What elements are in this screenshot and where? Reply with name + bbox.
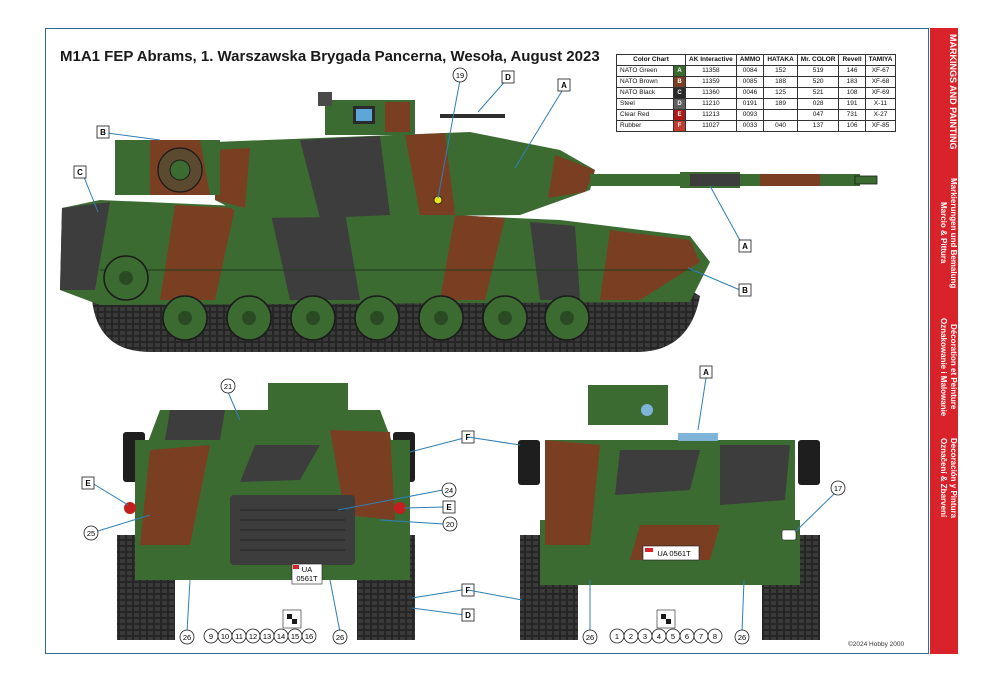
revell-code: 106 bbox=[838, 120, 866, 132]
hataka-code: 188 bbox=[763, 76, 798, 88]
mr-color-code: 520 bbox=[796, 76, 840, 88]
revell-code: 731 bbox=[838, 109, 866, 121]
revell-code: 183 bbox=[838, 76, 866, 88]
copyright-text: ©2024 Hobby 2000 bbox=[848, 641, 905, 648]
hataka-code bbox=[763, 109, 798, 121]
ak-code: 11359 bbox=[685, 76, 737, 88]
ak-code: 11358 bbox=[685, 65, 737, 77]
ammo-code: 0084 bbox=[735, 65, 765, 77]
color-chart-header: TAMIYA bbox=[864, 54, 897, 66]
revell-code: 191 bbox=[838, 98, 866, 110]
mr-color-code: 028 bbox=[796, 98, 840, 110]
mr-color-code: 137 bbox=[796, 120, 840, 132]
color-chart-header: AMMO bbox=[735, 54, 765, 66]
tamiya-code: XF-85 bbox=[864, 120, 897, 132]
tamiya-code: XF-67 bbox=[864, 65, 897, 77]
ammo-code: 0033 bbox=[735, 120, 765, 132]
band-line-fr-pl: Décoration et Peinture Oznakowanie i Mal… bbox=[930, 318, 958, 416]
ak-code: 11210 bbox=[685, 98, 737, 110]
hataka-code: 189 bbox=[763, 98, 798, 110]
color-chart-row: Rubber F 11027 0033 040 137 106 XF-85 bbox=[616, 120, 897, 132]
tamiya-code: XF-69 bbox=[864, 87, 897, 99]
hataka-code: 040 bbox=[763, 120, 798, 132]
color-swatch: C bbox=[673, 87, 686, 99]
ammo-code: 0085 bbox=[735, 76, 765, 88]
mr-color-code: 521 bbox=[796, 87, 840, 99]
band-line-de-it: Markierungen und Bemalung Marcio & Pittu… bbox=[930, 178, 958, 288]
color-chart-row: NATO Brown B 11359 0085 188 520 183 XF-6… bbox=[616, 76, 897, 88]
band-markings-and-painting: MARKINGS AND PAINTING bbox=[948, 34, 958, 150]
color-chart-header: AK Interactive bbox=[685, 54, 737, 66]
tamiya-code: X-11 bbox=[864, 98, 897, 110]
ak-code: 11360 bbox=[685, 87, 737, 99]
hataka-code: 152 bbox=[763, 65, 798, 77]
color-chart-row: NATO Black C 11360 0046 125 521 108 XF-6… bbox=[616, 87, 897, 99]
color-swatch: B bbox=[673, 76, 686, 88]
color-chart-header-row: Color Chart AK Interactive AMMO HATAKA M… bbox=[616, 54, 897, 66]
color-name: Steel bbox=[616, 98, 674, 110]
color-chart-header: Revell bbox=[838, 54, 866, 66]
band-cz: Označení & Zbarvení bbox=[939, 438, 948, 518]
ammo-code: 0046 bbox=[735, 87, 765, 99]
color-swatch: F bbox=[673, 120, 686, 132]
color-swatch: D bbox=[673, 98, 686, 110]
page-title: M1A1 FEP Abrams, 1. Warszawska Brygada P… bbox=[60, 48, 600, 65]
color-chart-row: Clear Red E 11213 0093 047 731 X-27 bbox=[616, 109, 897, 121]
tamiya-code: XF-68 bbox=[864, 76, 897, 88]
color-swatch: E bbox=[673, 109, 686, 121]
color-name: Clear Red bbox=[616, 109, 674, 121]
mr-color-code: 047 bbox=[796, 109, 840, 121]
band-de: Markierungen und Bemalung bbox=[949, 178, 958, 289]
ammo-code: 0191 bbox=[735, 98, 765, 110]
color-chart-header: HATAKA bbox=[763, 54, 798, 66]
mr-color-code: 519 bbox=[796, 65, 840, 77]
band-es: Decoración y Pintura bbox=[949, 438, 958, 519]
ak-code: 11027 bbox=[685, 120, 737, 132]
ak-code: 11213 bbox=[685, 109, 737, 121]
tamiya-code: X-27 bbox=[864, 109, 897, 121]
color-name: Rubber bbox=[616, 120, 674, 132]
side-language-band: MARKINGS AND PAINTING Markierungen und B… bbox=[930, 28, 958, 654]
revell-code: 146 bbox=[838, 65, 866, 77]
color-chart-header: Color Chart bbox=[616, 54, 686, 66]
revell-code: 108 bbox=[838, 87, 866, 99]
ammo-code: 0093 bbox=[735, 109, 765, 121]
color-swatch: A bbox=[673, 65, 686, 77]
color-name: NATO Green bbox=[616, 65, 674, 77]
band-it: Marcio & Pittura bbox=[939, 202, 948, 264]
band-pl: Oznakowanie i Malowanie bbox=[939, 318, 948, 417]
hataka-code: 125 bbox=[763, 87, 798, 99]
color-chart-row: Steel D 11210 0191 189 028 191 X-11 bbox=[616, 98, 897, 110]
color-chart-table: Color Chart AK Interactive AMMO HATAKA M… bbox=[616, 54, 897, 132]
color-chart-row: NATO Green A 11358 0084 152 519 146 XF-6… bbox=[616, 65, 897, 77]
band-line-es-cz: Decoración y Pintura Označení & Zbarvení bbox=[930, 438, 958, 518]
color-name: NATO Brown bbox=[616, 76, 674, 88]
color-name: NATO Black bbox=[616, 87, 674, 99]
color-chart-header: Mr. COLOR bbox=[796, 54, 840, 66]
band-fr: Décoration et Peinture bbox=[949, 324, 958, 410]
